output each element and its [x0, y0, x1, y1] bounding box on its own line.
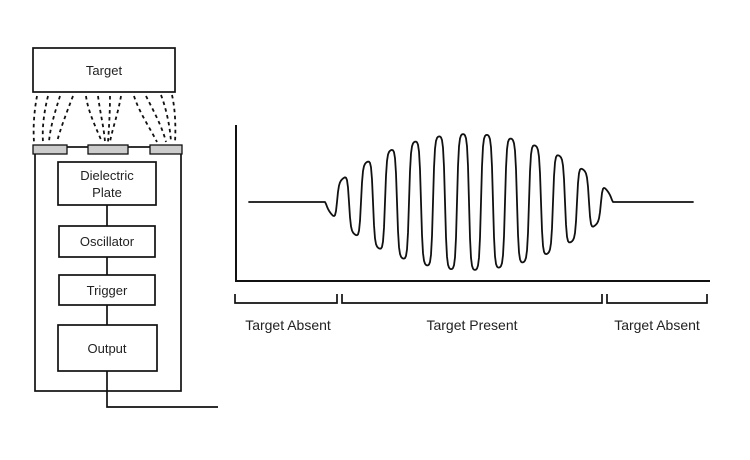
dielectric-plate-label-line2: Plate — [92, 185, 122, 200]
field-line — [32, 95, 38, 143]
field-line — [56, 95, 74, 143]
sensor-block-diagram: Target — [32, 47, 218, 408]
trigger-box — [58, 274, 156, 306]
field-line — [171, 94, 177, 143]
label-target-absent-left: Target Absent — [245, 317, 331, 333]
field-line — [107, 95, 111, 143]
dielectric-plate-label-line1: Dielectric — [80, 168, 134, 183]
waveform-axis — [235, 125, 710, 282]
output-lead-line — [106, 371, 218, 408]
field-line — [133, 95, 158, 143]
target-box — [32, 47, 176, 93]
field-line — [85, 95, 103, 143]
target-label: Target — [86, 63, 123, 78]
electric-field-lines-icon — [32, 94, 177, 143]
oscillator-label: Oscillator — [80, 234, 135, 249]
label-target-absent-right: Target Absent — [614, 317, 700, 333]
bracket-target-absent-right — [606, 294, 708, 304]
trigger-label: Trigger — [87, 283, 128, 298]
electrode-pad-left — [32, 144, 68, 155]
electrode-pad-center — [87, 144, 129, 155]
oscillator-box — [58, 225, 156, 258]
field-line — [48, 95, 61, 143]
field-line — [109, 95, 122, 143]
bracket-target-present — [341, 294, 603, 304]
field-line — [97, 95, 106, 143]
field-line — [160, 94, 172, 143]
output-label: Output — [87, 341, 126, 356]
field-line — [41, 95, 49, 143]
electrode-pad-right — [149, 144, 183, 155]
waveform-path — [248, 133, 694, 271]
label-target-present: Target Present — [426, 317, 517, 333]
bracket-target-absent-left — [234, 294, 338, 304]
output-waveform: Target Absent Target Present Target Abse… — [234, 125, 710, 333]
